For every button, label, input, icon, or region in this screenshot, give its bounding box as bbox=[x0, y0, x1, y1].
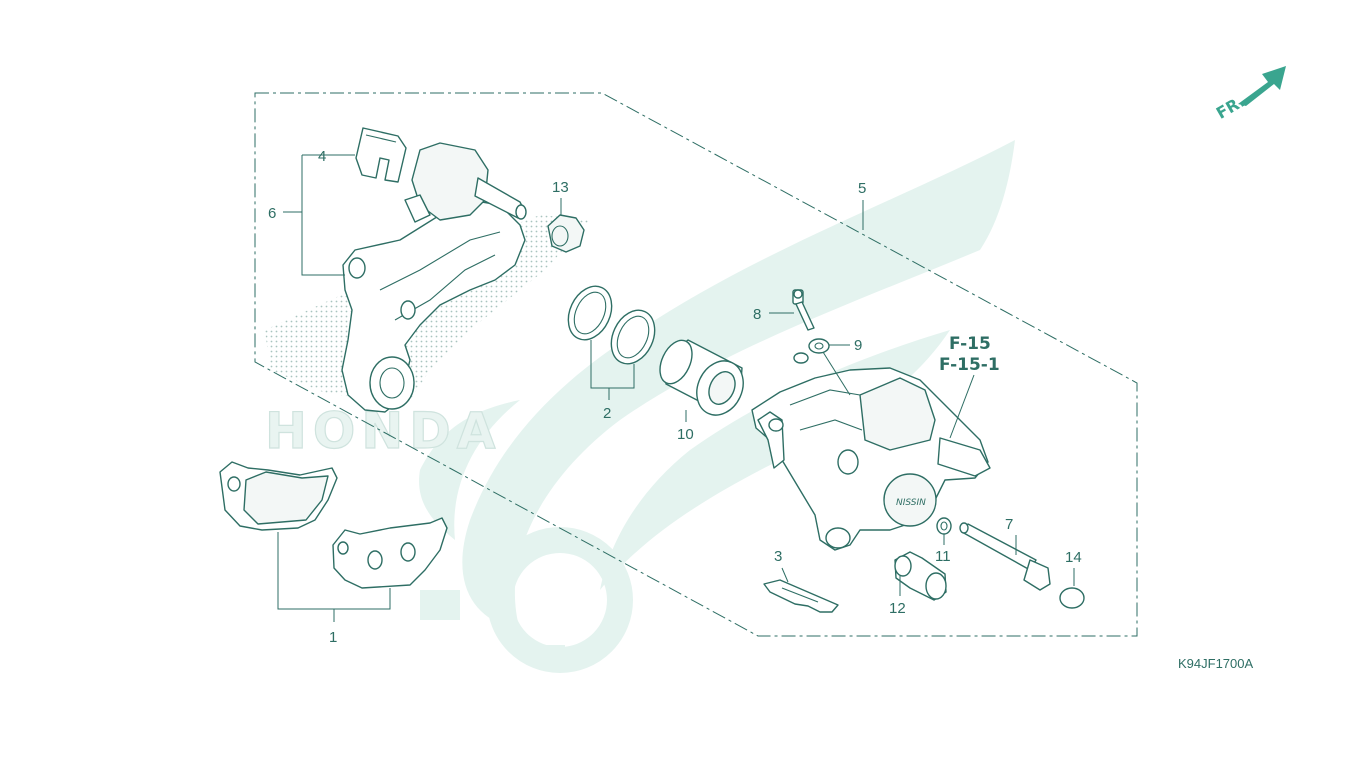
diagram-code: K94JF1700A bbox=[1178, 656, 1253, 671]
pin-bolt-part bbox=[894, 551, 947, 601]
callout-2: 2 bbox=[603, 405, 611, 422]
callout-5: 5 bbox=[858, 180, 866, 197]
caliper-bracket-part bbox=[341, 142, 527, 413]
callout-14: 14 bbox=[1065, 549, 1082, 566]
pin-cap-part bbox=[1059, 587, 1085, 609]
callout-9: 9 bbox=[854, 337, 862, 354]
reference-link-f15-1[interactable]: F-15-1 bbox=[939, 355, 1000, 375]
callout-4: 4 bbox=[318, 148, 326, 165]
front-direction-arrow-icon: FR. bbox=[1213, 66, 1286, 123]
o-ring-part bbox=[936, 517, 952, 535]
callout-3: 3 bbox=[774, 548, 782, 565]
boot-part bbox=[547, 214, 585, 253]
callout-13: 13 bbox=[552, 179, 569, 196]
bleeder-screw-part bbox=[792, 289, 815, 331]
callout-1: 1 bbox=[329, 629, 337, 646]
caliper-body-part: NISSIN bbox=[751, 367, 991, 551]
callout-10: 10 bbox=[677, 426, 694, 443]
pad-retainer-part bbox=[763, 579, 839, 613]
callout-12: 12 bbox=[889, 600, 906, 617]
leader-lines bbox=[277, 154, 1075, 622]
svg-text:NISSIN: NISSIN bbox=[896, 498, 926, 508]
assembly-boundary bbox=[254, 92, 1138, 637]
pad-spring-part bbox=[355, 127, 407, 183]
piston-part bbox=[659, 339, 744, 416]
caliper-pin-part bbox=[959, 522, 1051, 591]
callout-7: 7 bbox=[1005, 516, 1013, 533]
callout-6: 6 bbox=[268, 205, 276, 222]
callout-11: 11 bbox=[935, 548, 951, 565]
bleeder-cap-part bbox=[793, 338, 830, 364]
piston-seal-set-part bbox=[567, 285, 656, 365]
front-direction-label: FR. bbox=[1213, 92, 1248, 123]
reference-link-f15[interactable]: F-15 bbox=[949, 334, 991, 354]
callout-8: 8 bbox=[753, 306, 761, 323]
brake-pad-set-part bbox=[219, 461, 448, 589]
